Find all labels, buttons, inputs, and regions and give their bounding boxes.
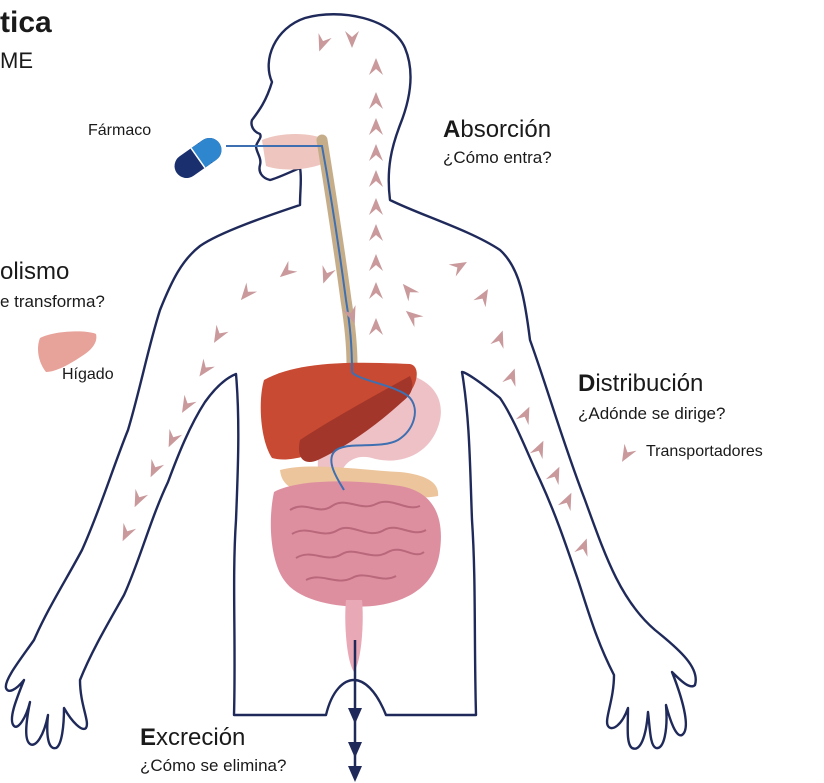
transporter-arrow: [369, 92, 383, 109]
page-title: tica: [0, 6, 52, 40]
transporter-arrow: [275, 261, 297, 283]
excretion-arrowhead-3: [348, 766, 362, 782]
absorption-question: ¿Cómo entra?: [443, 148, 552, 168]
transporter-arrow: [345, 31, 359, 48]
transporter-arrow: [401, 305, 423, 327]
excretion-arrowhead-1: [348, 708, 362, 724]
transporter-arrow: [516, 404, 536, 425]
transporter-arrow: [369, 254, 383, 271]
transporter-legend-icon: [616, 444, 637, 466]
excretion-question: ¿Cómo se elimina?: [140, 756, 286, 776]
transporter-arrow: [369, 170, 383, 187]
distribution-question: ¿Adónde se dirige?: [578, 404, 725, 424]
transporter-arrow: [235, 283, 257, 305]
transporter-arrow: [208, 325, 229, 347]
mouth-cavity: [262, 134, 326, 169]
transporters-label: Transportadores: [646, 443, 763, 461]
transporter-arrow: [144, 459, 164, 480]
transporter-arrow: [369, 318, 383, 335]
metabolism-title: olismo: [0, 258, 69, 286]
transporter-arrow: [490, 328, 509, 349]
transporter-arrow: [194, 359, 215, 381]
transporter-arrow: [574, 536, 593, 557]
transporter-arrow: [530, 438, 550, 459]
excretion-arrowhead-2: [348, 742, 362, 758]
pill-icon: [170, 133, 226, 182]
transporter-arrow: [116, 523, 136, 544]
transporter-arrow: [502, 366, 521, 387]
transporter-arrow: [317, 265, 336, 286]
transporter-arrow: [369, 282, 383, 299]
transporter-arrow: [397, 279, 419, 301]
excretion-title: Excreción: [140, 724, 245, 752]
transporter-arrow: [369, 224, 383, 241]
transporter-arrow: [546, 464, 566, 485]
distribution-title: Distribución: [578, 370, 703, 398]
transporter-arrow: [369, 118, 383, 135]
transporter-arrow: [313, 33, 332, 54]
liver-label: Hígado: [62, 366, 114, 384]
drug-label: Fármaco: [88, 122, 151, 140]
small-intestine: [271, 481, 441, 606]
transporter-arrow: [369, 198, 383, 215]
transporter-arrow: [128, 489, 148, 510]
transporter-arrow: [369, 58, 383, 75]
transporter-arrow: [162, 429, 182, 450]
transporter-arrow: [369, 144, 383, 161]
transporter-arrow: [558, 490, 578, 511]
transporter-arrow: [449, 256, 471, 277]
transporter-arrow: [176, 395, 197, 417]
metabolism-question: e transforma?: [0, 292, 105, 312]
transporter-arrow: [473, 286, 494, 308]
page-subtitle: ME: [0, 48, 33, 74]
absorption-title: Absorción: [443, 116, 551, 144]
